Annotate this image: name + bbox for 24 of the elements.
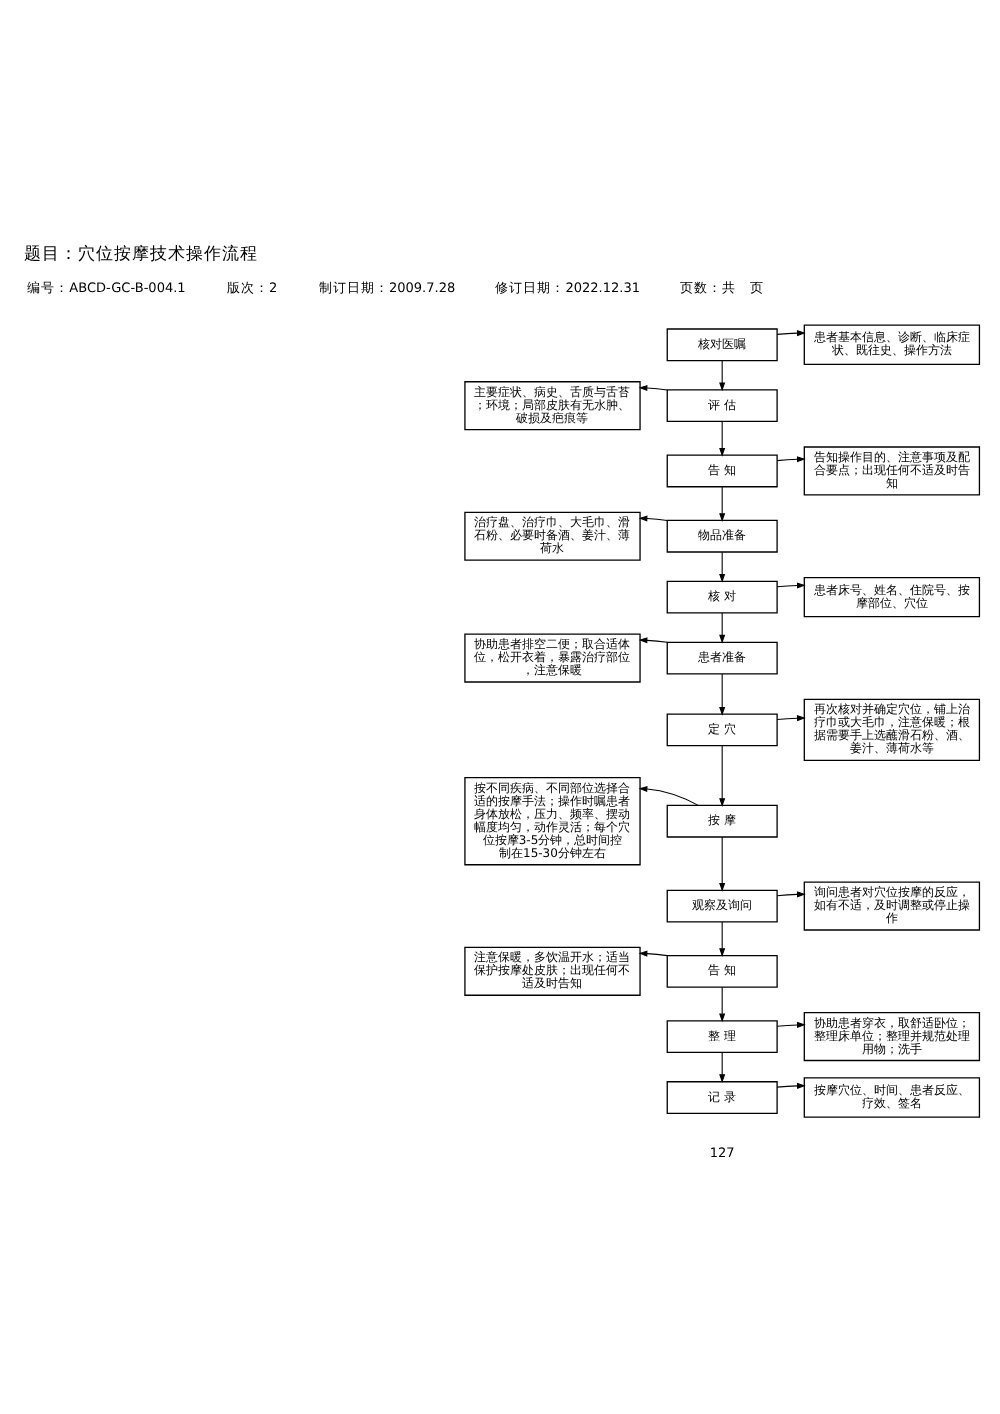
diagram-title: 题目：穴位按摩技术操作流程	[23, 244, 258, 265]
arrow	[776, 891, 806, 898]
arrow	[719, 1051, 726, 1084]
arrow	[638, 637, 668, 644]
arrow	[776, 582, 806, 589]
arrow	[776, 330, 806, 337]
arrow	[776, 1021, 806, 1028]
arrow	[776, 1082, 806, 1089]
arrow	[719, 486, 726, 522]
arrow	[719, 360, 726, 392]
arrow	[719, 421, 726, 457]
arrow	[719, 921, 726, 958]
arrow	[719, 673, 726, 716]
arrow	[719, 986, 726, 1023]
arrow	[719, 836, 726, 892]
arrow	[719, 551, 726, 583]
arrow	[776, 456, 806, 463]
arrow	[638, 950, 668, 957]
arrow	[638, 786, 699, 806]
arrow	[638, 515, 668, 522]
arrow	[638, 384, 668, 392]
arrow	[776, 715, 806, 722]
arrow	[719, 612, 726, 644]
arrow	[719, 745, 726, 808]
